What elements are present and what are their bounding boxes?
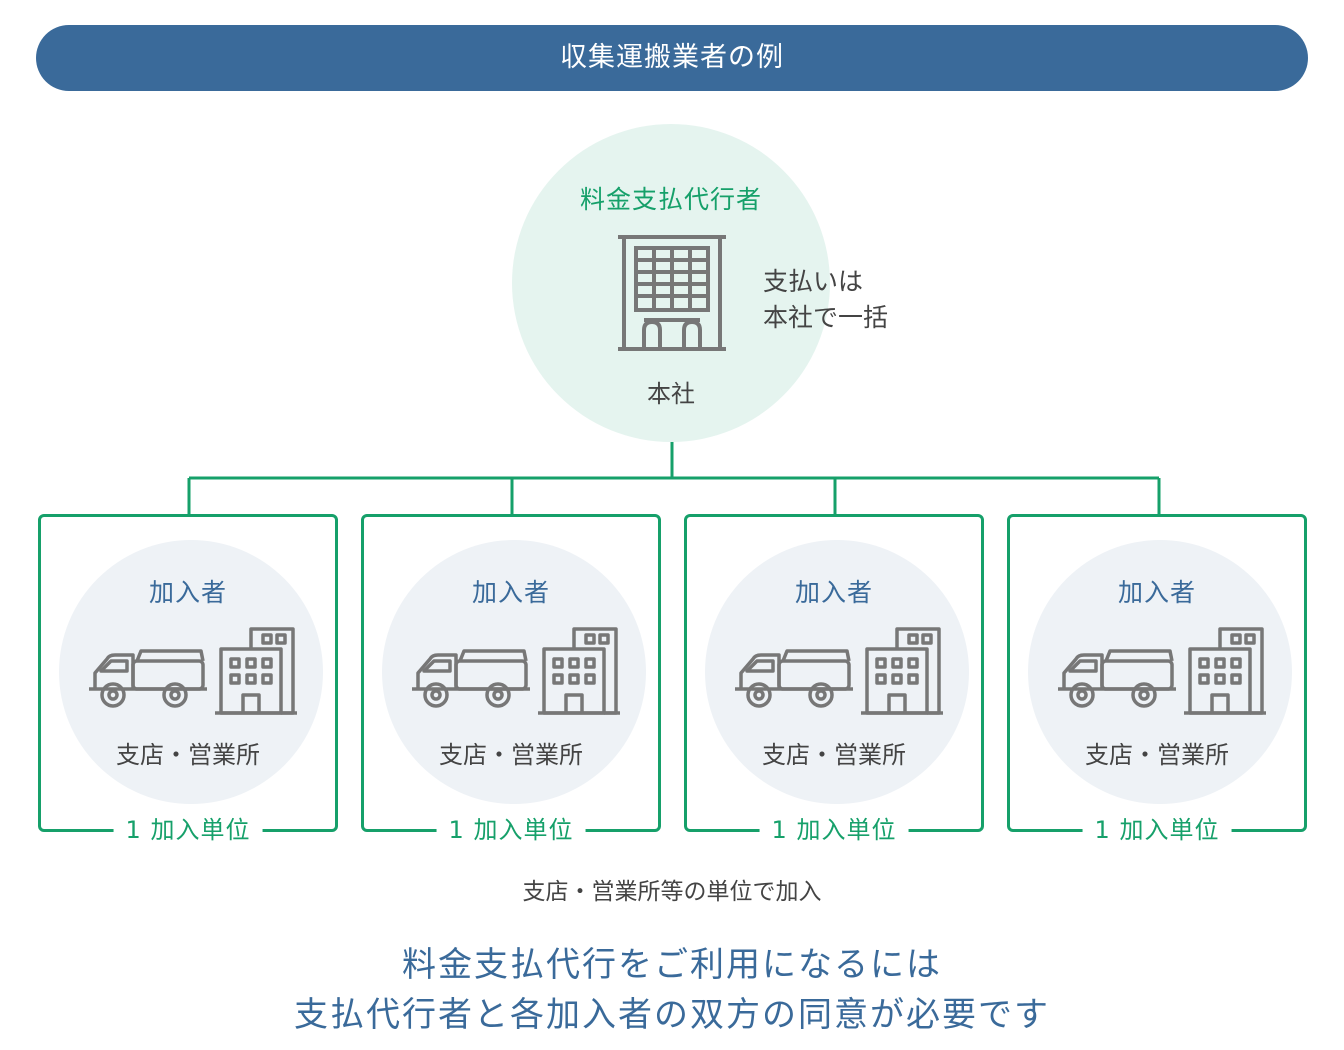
member-unit-4: 加入者 支店・営業所 1 加入単位 [1007, 514, 1307, 847]
member-unit-caption: 1 加入単位 [436, 813, 586, 847]
hq-label: 本社 [647, 380, 695, 408]
member-unit-1: 加入者 支店・営業所 1 加入単位 [38, 514, 338, 847]
join-unit-note: 支店・営業所等の単位で加入 [522, 879, 822, 905]
member-label: 支店・営業所 [439, 741, 583, 769]
member-label: 支店・営業所 [1085, 741, 1229, 769]
hq-role-label: 料金支払代行者 [579, 185, 762, 214]
conclusion-line-2: 支払代行者と各加入者の双方の同意が必要です [294, 995, 1050, 1035]
member-unit-caption: 1 加入単位 [1082, 813, 1232, 847]
member-unit-caption: 1 加入単位 [113, 813, 263, 847]
truck-and-office-icon [408, 627, 623, 717]
member-role-label: 加入者 [1117, 578, 1196, 607]
office-building-icon [618, 234, 726, 352]
truck-and-office-icon [85, 627, 300, 717]
member-role-label: 加入者 [471, 578, 550, 607]
truck-and-office-icon [1054, 627, 1269, 717]
member-unit-caption: 1 加入単位 [759, 813, 909, 847]
payment-note-line-1: 支払いは [763, 267, 864, 296]
member-label: 支店・営業所 [762, 741, 906, 769]
member-unit-2: 加入者 支店・営業所 1 加入単位 [361, 514, 661, 847]
payment-note: 支払いは 本社で一括 [763, 264, 888, 336]
page-title: 収集運搬業者の例 [560, 42, 784, 73]
member-role-label: 加入者 [148, 578, 227, 607]
member-unit-3: 加入者 支店・営業所 1 加入単位 [684, 514, 984, 847]
page-title-banner: 収集運搬業者の例 [36, 25, 1308, 91]
payment-note-line-2: 本社で一括 [763, 303, 889, 332]
truck-and-office-icon [731, 627, 946, 717]
member-label: 支店・営業所 [116, 741, 260, 769]
conclusion-line-1: 料金支払代行をご利用になるには [402, 945, 942, 985]
conclusion-text: 料金支払代行をご利用になるには 支払代行者と各加入者の双方の同意が必要です [0, 940, 1344, 1040]
member-role-label: 加入者 [794, 578, 873, 607]
